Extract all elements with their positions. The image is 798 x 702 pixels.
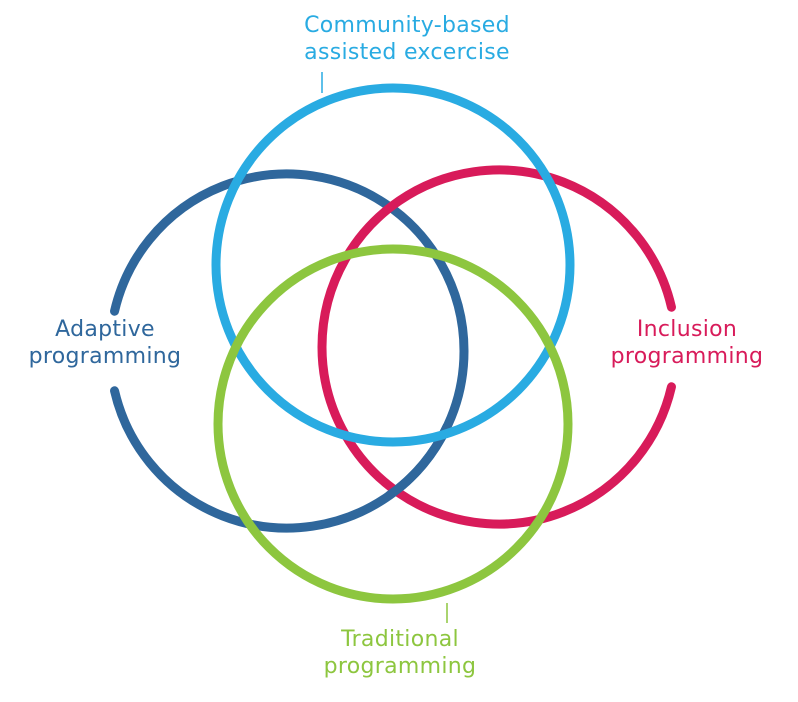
inclusion-circle: [317, 165, 676, 529]
community-label-line-1: Community-based: [304, 13, 510, 38]
community-circle: [211, 83, 575, 447]
traditional-label-line-2: programming: [323, 654, 477, 679]
inclusion-label-line-1: Inclusion: [636, 317, 738, 342]
inclusion-label-line-2: programming: [610, 344, 764, 369]
adaptive-circle: [110, 169, 469, 533]
traditional-label-line-1: Traditional: [341, 627, 459, 652]
adaptive-label-line-2: programming: [28, 344, 182, 369]
community-label-line-2: assisted excercise: [304, 40, 510, 65]
adaptive-label: Adaptive programming: [10, 316, 200, 370]
traditional-circle: [213, 244, 573, 604]
community-label: Community-based assisted excercise: [262, 12, 552, 66]
inclusion-label: Inclusion programming: [592, 316, 782, 370]
traditional-label: Traditional programming: [290, 626, 510, 680]
adaptive-label-line-1: Adaptive: [55, 317, 155, 342]
